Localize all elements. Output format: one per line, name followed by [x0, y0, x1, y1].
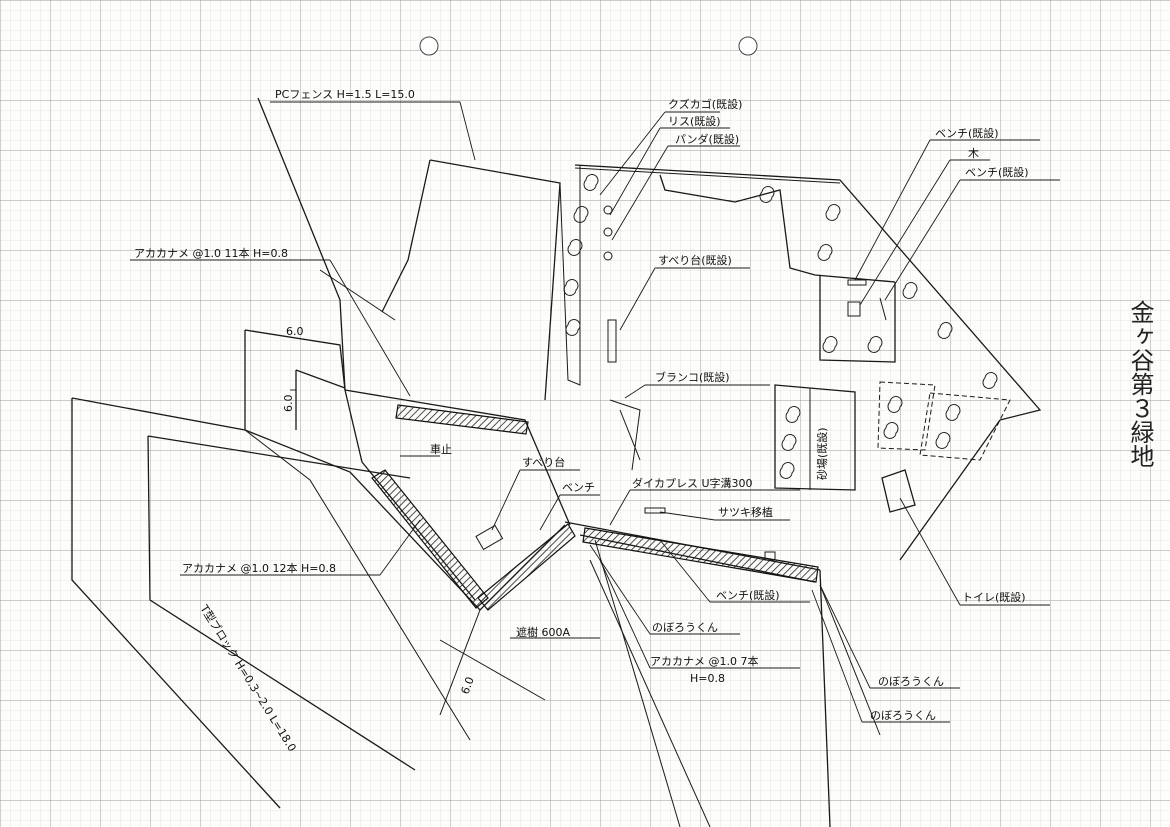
label-dim-6-0-bottom: 6.0 [459, 675, 477, 696]
label-bench: ベンチ [562, 481, 595, 494]
label-pc-fence: PCフェンス H=1.5 L=15.0 [275, 88, 415, 101]
label-suberidai: すべり台 [522, 455, 565, 469]
label-akakaname-7-height: H=0.8 [690, 672, 725, 685]
punch-hole-right [738, 36, 758, 56]
hedge-akakaname-7 [582, 527, 819, 583]
label-bench-existing-top: ベンチ(既設) [935, 126, 999, 140]
label-dim-6-0-top: 6.0 [286, 325, 304, 338]
play-equipment [475, 205, 916, 561]
label-satsuki: サツキ移植 [718, 505, 773, 519]
label-noborokun-2: のぼろうくん [878, 675, 944, 688]
label-akakaname-11: アカカナメ @1.0 11本 H=0.8 [134, 246, 288, 260]
label-toilet: トイレ(既設) [962, 590, 1026, 604]
label-bench-existing-bottom: ベンチ(既設) [716, 588, 780, 602]
label-dim-6-0-vertical: 6.0 [282, 395, 295, 413]
label-akakaname-7: アカカナメ @1.0 7本 [650, 654, 759, 668]
label-sunaba: 砂場(既設) [815, 427, 829, 480]
label-kurumadome: 車止 [430, 442, 452, 456]
label-kuzukago: クズカゴ(既設) [668, 97, 742, 111]
park-outline [71, 97, 1042, 827]
hedge-shotoku [477, 523, 576, 611]
label-noborokun-1: のぼろうくん [652, 621, 718, 634]
existing-trees [563, 174, 998, 479]
label-risu: リス(既設) [668, 114, 721, 128]
label-buranko: ブランコ(既設) [655, 370, 730, 384]
label-akakaname-12: アカカナメ @1.0 12本 H=0.8 [182, 561, 336, 575]
hedge-akakaname-11 [395, 404, 529, 435]
punch-hole-left [419, 36, 439, 56]
label-tree: 木 [968, 147, 979, 160]
label-suberidai-existing: すべり台(既設) [658, 253, 732, 267]
sheet-title: 金ヶ谷第３緑地 [1126, 300, 1154, 468]
label-daikapuresu: ダイカプレス U字溝300 [632, 476, 753, 490]
leader-lines [130, 101, 1060, 723]
label-shotoku: 遮樹 600A [516, 625, 570, 639]
label-noborokun-3: のぼろうくん [870, 709, 936, 722]
label-panda: パンダ(既設) [675, 132, 739, 146]
label-bench-existing-2: ベンチ(既設) [965, 165, 1029, 179]
